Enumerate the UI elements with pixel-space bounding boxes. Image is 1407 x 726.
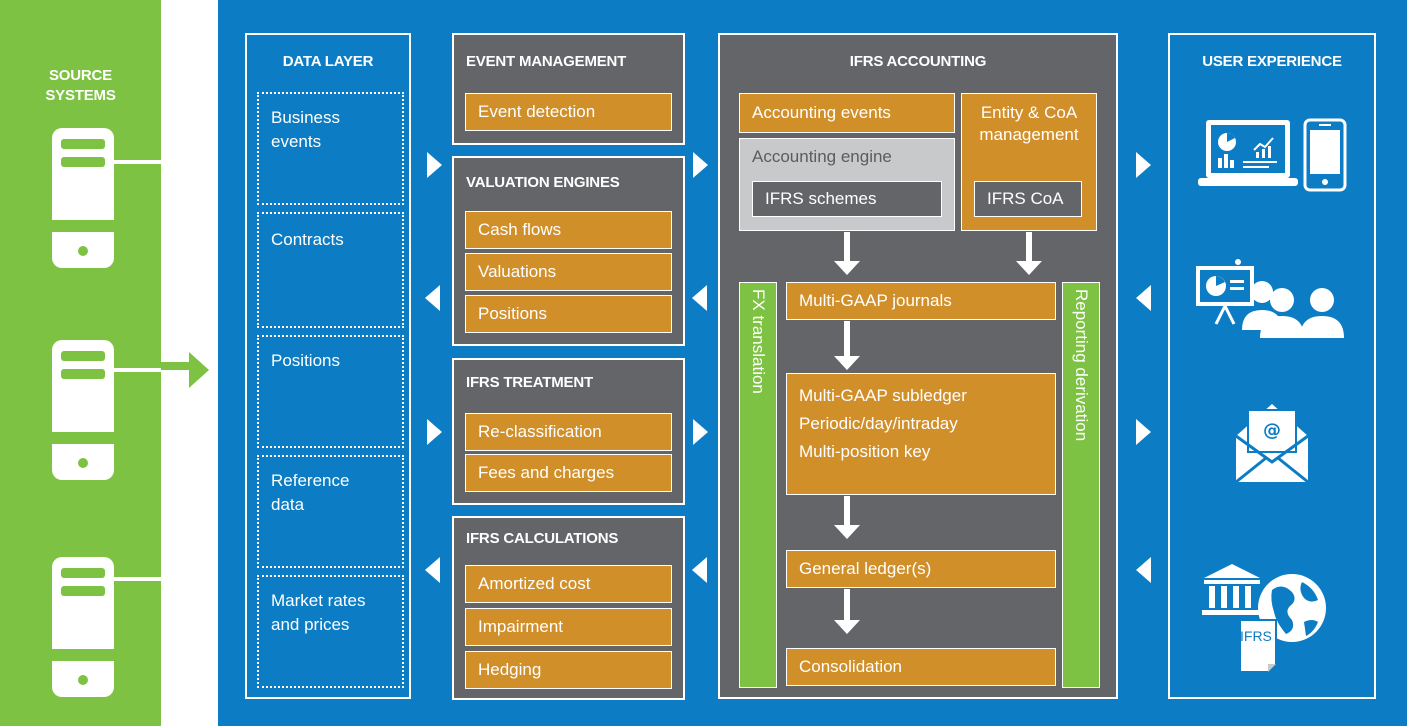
fees-charges-box: Fees and charges xyxy=(465,454,672,492)
user-experience-panel: USER EXPERIENCE xyxy=(1168,33,1376,699)
server-icon xyxy=(52,340,114,480)
entity-coa-line: Entity & CoA xyxy=(980,103,1078,122)
data-layer-panel: DATA LAYER xyxy=(245,33,411,699)
valuation-engines-title: VALUATION ENGINES xyxy=(466,174,620,191)
arrow-down-icon xyxy=(834,356,860,370)
arrow-right-icon xyxy=(693,419,708,445)
entity-coa-label: Entity & CoA management xyxy=(962,102,1096,146)
multi-gaap-subledger-box: Multi-GAAP subledger Periodic/day/intrad… xyxy=(786,373,1056,495)
reporting-derivation-bar: Reporting derivation xyxy=(1062,282,1100,688)
presentation-audience-icon xyxy=(1196,259,1344,338)
arrow-left-icon xyxy=(692,285,707,311)
item-line: Contracts xyxy=(271,230,344,249)
arrow-shaft xyxy=(844,232,850,262)
reporting-derivation-label: Reporting derivation xyxy=(1072,289,1091,442)
general-ledger-box: General ledger(s) xyxy=(786,550,1056,588)
arrow-left-icon xyxy=(692,557,707,583)
amortized-cost-box: Amortized cost xyxy=(465,565,672,603)
data-layer-item-market-rates: Market rates and prices xyxy=(257,575,404,688)
item-line: and prices xyxy=(271,615,350,634)
email-icon: @ xyxy=(1235,404,1309,484)
user-experience-title: USER EXPERIENCE xyxy=(1202,53,1342,70)
dashboard-laptop-icon xyxy=(1198,120,1298,186)
data-layer-item-reference-data: Reference data xyxy=(257,455,404,568)
source-systems-title: SOURCE SYSTEMS xyxy=(0,66,161,106)
arrow-down-icon xyxy=(834,261,860,275)
server-icon xyxy=(52,557,114,697)
accounting-engine-label: Accounting engine xyxy=(752,147,892,166)
impairment-box: Impairment xyxy=(465,608,672,646)
entity-coa-line: management xyxy=(979,125,1079,144)
accounting-events-box: Accounting events xyxy=(739,93,955,133)
ifrs-coa-box: IFRS CoA xyxy=(974,181,1082,217)
arrow-right-icon xyxy=(427,152,442,178)
positions-box: Positions xyxy=(465,295,672,333)
arrow-shaft xyxy=(844,589,850,621)
connector-line xyxy=(114,577,179,581)
item-line: Business xyxy=(271,108,340,127)
arrow-down-icon xyxy=(834,620,860,634)
consolidation-box: Consolidation xyxy=(786,648,1056,686)
arrow-shaft xyxy=(1026,232,1032,262)
fx-translation-bar: FX translation xyxy=(739,282,777,688)
event-management-title: EVENT MANAGEMENT xyxy=(466,53,627,70)
item-line: data xyxy=(271,495,305,514)
subledger-line: Multi-position key xyxy=(799,442,931,461)
data-layer-item-contracts: Contracts xyxy=(257,212,404,328)
ifrs-accounting-title: IFRS ACCOUNTING xyxy=(849,53,987,70)
item-line: Market rates xyxy=(271,591,366,610)
source-arrow-shaft xyxy=(161,362,191,370)
ifrs-calculations-title: IFRS CALCULATIONS xyxy=(466,530,619,547)
server-icon xyxy=(52,128,114,268)
entity-coa-management-box: Entity & CoA management IFRS CoA xyxy=(961,93,1097,231)
multi-gaap-journals-box: Multi-GAAP journals xyxy=(786,282,1056,320)
item-line: Positions xyxy=(271,351,340,370)
ifrs-schemes-box: IFRS schemes xyxy=(752,181,942,217)
arrow-shaft xyxy=(844,496,850,526)
bank-globe-icon xyxy=(1202,564,1326,673)
arrow-down-icon xyxy=(834,525,860,539)
event-detection-box: Event detection xyxy=(465,93,672,131)
source-arrow-head-icon xyxy=(189,352,209,388)
valuations-box: Valuations xyxy=(465,253,672,291)
data-layer-item-business-events: Business events xyxy=(257,92,404,205)
source-title-line2: SYSTEMS xyxy=(45,87,116,104)
item-line: events xyxy=(271,132,322,151)
source-systems-column: SOURCE SYSTEMS xyxy=(0,0,161,726)
subledger-line: Periodic/day/intraday xyxy=(799,414,958,433)
mobile-phone-icon xyxy=(1303,118,1347,192)
arrow-shaft xyxy=(844,321,850,357)
subledger-line: Multi-GAAP subledger xyxy=(799,386,967,405)
source-title-line1: SOURCE xyxy=(49,67,112,84)
arrow-left-icon xyxy=(425,557,440,583)
data-layer-item-positions: Positions xyxy=(257,335,404,448)
arrow-left-icon xyxy=(1136,557,1151,583)
item-line: Reference xyxy=(271,471,350,490)
data-layer-title: DATA LAYER xyxy=(282,53,374,70)
arrow-left-icon xyxy=(1136,285,1151,311)
accounting-engine-box: Accounting engine IFRS schemes xyxy=(739,138,955,231)
arrow-right-icon xyxy=(1136,152,1151,178)
arrow-down-icon xyxy=(1016,261,1042,275)
arrow-right-icon xyxy=(427,419,442,445)
arrow-left-icon xyxy=(425,285,440,311)
ifrs-document-label: IFRS xyxy=(1240,628,1272,644)
arrow-right-icon xyxy=(693,152,708,178)
cash-flows-box: Cash flows xyxy=(465,211,672,249)
connector-line xyxy=(114,368,179,372)
svg-text:@: @ xyxy=(1263,420,1281,441)
reclassification-box: Re-classification xyxy=(465,413,672,451)
connector-line xyxy=(114,160,179,164)
hedging-box: Hedging xyxy=(465,651,672,689)
arrow-right-icon xyxy=(1136,419,1151,445)
ifrs-treatment-title: IFRS TREATMENT xyxy=(466,374,593,391)
fx-translation-label: FX translation xyxy=(749,289,768,394)
